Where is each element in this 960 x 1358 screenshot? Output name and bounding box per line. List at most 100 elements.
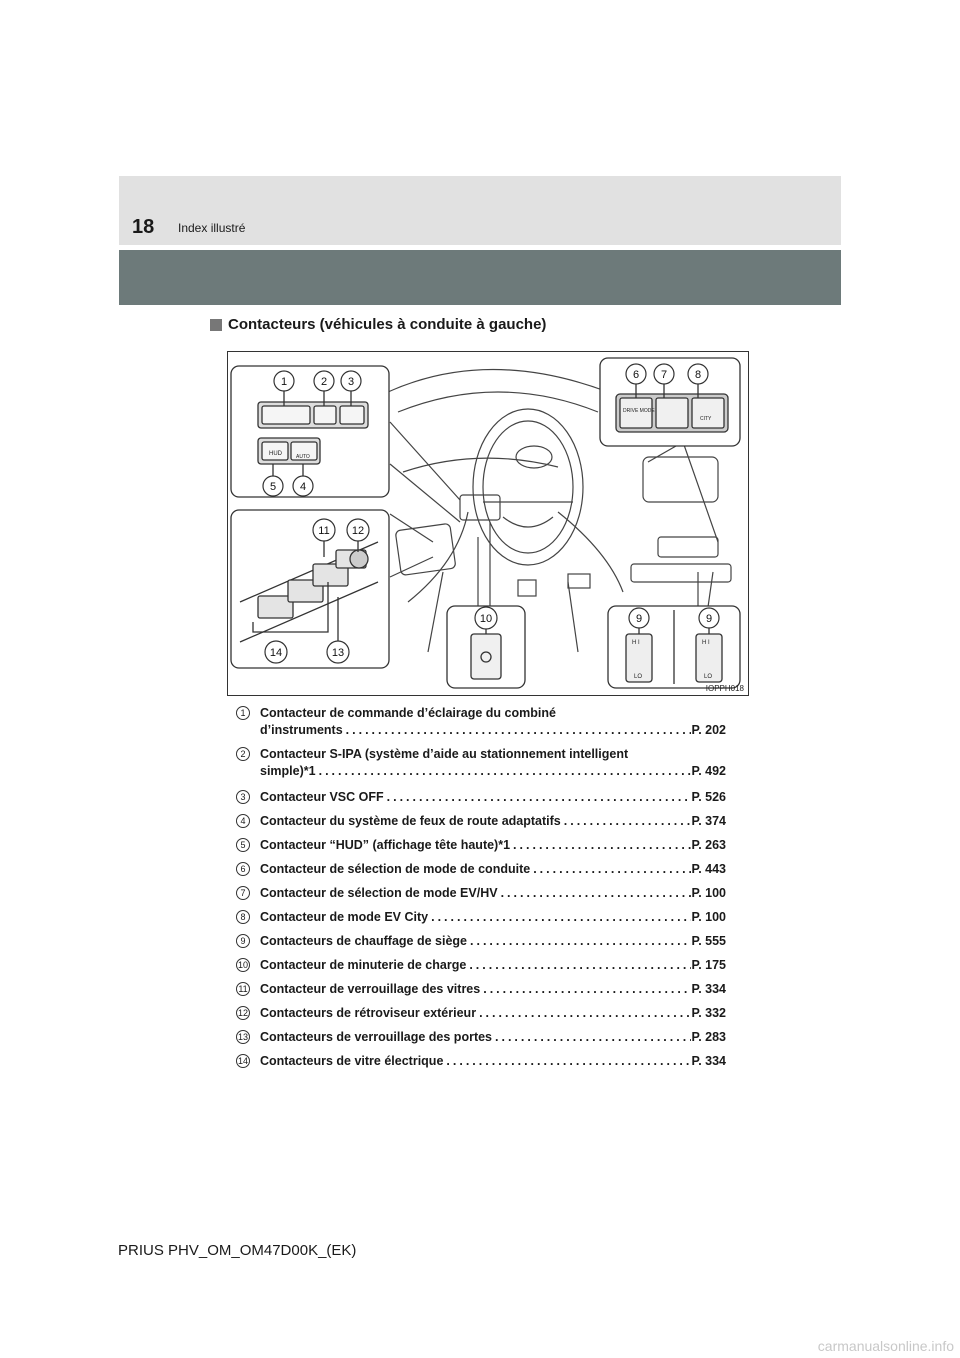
callout-label: 3 [348,376,354,388]
subheading: Contacteurs (véhicules à conduite à gauc… [210,316,546,333]
legend-item: 1 Contacteur de commande d’éclairage du … [236,705,726,741]
hi-label-left: H I [632,640,640,646]
legend-number: 14 [236,1054,250,1068]
figure-code: IOPPH018 [705,684,744,693]
hud-label: HUD [269,451,283,457]
lo-label-right: LO [704,674,712,680]
legend-text: Contacteur VSC OFF [260,790,384,804]
legend-text: Contacteur “HUD” (affichage tête haute)*… [260,838,511,852]
callout-label: 6 [633,369,639,381]
legend-text: Contacteurs de rétroviseur extérieur [260,1006,477,1020]
callout-circle-1 [273,370,295,392]
legend-text: Contacteurs de chauffage de siège [260,934,468,948]
header-dark-band [119,250,841,305]
hi-label-right: H I [702,640,710,646]
footer-model-code: PRIUS PHV_OM_OM47D00K_(EK) [118,1242,357,1259]
legend-page: P. 263 [691,838,726,852]
legend-page: P. 526 [691,790,726,804]
header-band [119,176,841,245]
callout-circle-10 [474,606,498,630]
lo-label-left: LO [634,674,642,680]
callout-circle-13 [326,640,350,664]
legend-text: Contacteur de sélection de mode EV/HV [260,886,498,900]
callout-label: 9 [636,613,642,625]
legend-text: Contacteur de mode EV City [260,910,429,924]
inset-instrument-switches: HUD AUTO [230,365,390,498]
ev-city-label: CITY [700,416,712,422]
callout-circle-5 [262,475,284,497]
callout-circle-7 [653,363,675,385]
callout-label: 10 [480,613,492,625]
legend-page: P. 374 [691,814,726,828]
legend-number: 3 [236,790,250,804]
callout-label: 2 [321,376,327,388]
callout-circle-3 [340,370,362,392]
callout-label: 13 [332,647,344,659]
legend-number: 7 [236,886,250,900]
watermark: carmanualsonline.info [817,1338,954,1354]
legend-text: Contacteur de commande d’éclairage du co… [260,706,556,720]
auto-label: AUTO [296,454,310,460]
legend-number: 6 [236,862,250,876]
legend-item: 2 Contacteur S-IPA (système d’aide au st… [236,746,726,782]
legend-page: P. 334 [691,982,726,996]
callout-label: 12 [352,525,364,537]
callout-label: 5 [270,481,276,493]
legend-number: 1 [236,706,250,720]
callout-label: 1 [281,376,287,388]
dashboard-drawing: HUD AUTO DRIVE MODE CITY [230,357,741,689]
legend-number: 5 [236,838,250,852]
square-bullet-icon [210,318,222,331]
callout-label: 14 [270,647,282,659]
legend-number: 12 [236,1006,250,1020]
inset-seat-heater-switches: H I H I LO LO [607,605,741,689]
callout-label: 9 [706,613,712,625]
legend-text: d’instruments [260,723,343,737]
legend-page: P. 202 [691,723,726,737]
callout-circle-12 [346,518,370,542]
callout-circle-14 [264,640,288,664]
legend-text: Contacteur de minuterie de charge [260,958,467,972]
section-title: Index illustré [178,221,246,235]
legend-page: P. 555 [691,934,726,948]
legend-number: 2 [236,747,250,761]
callout-circle-11 [312,518,336,542]
legend-text: simple)*1 [260,764,316,778]
legend-page: P. 443 [691,862,726,876]
drive-mode-label: DRIVE MODE [623,408,655,414]
legend-page: P. 283 [691,1030,726,1044]
legend-text: Contacteurs de verrouillage des portes [260,1030,493,1044]
callout-label: 11 [318,525,329,537]
callout-circle-6 [625,363,647,385]
callout-label: 8 [695,369,701,381]
legend-number: 4 [236,814,250,828]
legend-page: P. 175 [691,958,726,972]
callout-circle-9a [628,607,650,629]
legend-number: 8 [236,910,250,924]
legend-text: Contacteurs de vitre électrique [260,1054,444,1068]
callout-circle-8 [687,363,709,385]
legend-text: Contacteur de verrouillage des vitres [260,982,481,996]
legend-page: P. 332 [691,1006,726,1020]
legend-page: P. 492 [691,764,726,778]
callout-circle-2 [313,370,335,392]
subheading-text: Contacteurs (véhicules à conduite à gauc… [228,316,547,333]
legend-page: P. 100 [691,910,726,924]
legend-text: Contacteur de sélection de mode de condu… [260,862,531,876]
page-number: 18 [132,216,155,238]
legend-number: 11 [236,982,250,996]
callout-circle-4 [292,475,314,497]
callout-circle-9b [698,607,720,629]
switches-illustration: HUD AUTO DRIVE MODE CITY [227,351,749,696]
inset-charge-timer-switch [446,605,526,689]
legend-text: Contacteur du système de feux de route a… [260,814,561,828]
legend-page: P. 100 [691,886,726,900]
legend-text: Contacteur S-IPA (système d’aide au stat… [260,747,629,761]
legend-number: 10 [236,958,250,972]
legend-number: 13 [236,1030,250,1044]
callout-label: 4 [300,481,306,493]
callout-label: 7 [661,369,667,381]
legend-number: 9 [236,934,250,948]
legend-page: P. 334 [691,1054,726,1068]
inset-door-switches [230,509,390,669]
